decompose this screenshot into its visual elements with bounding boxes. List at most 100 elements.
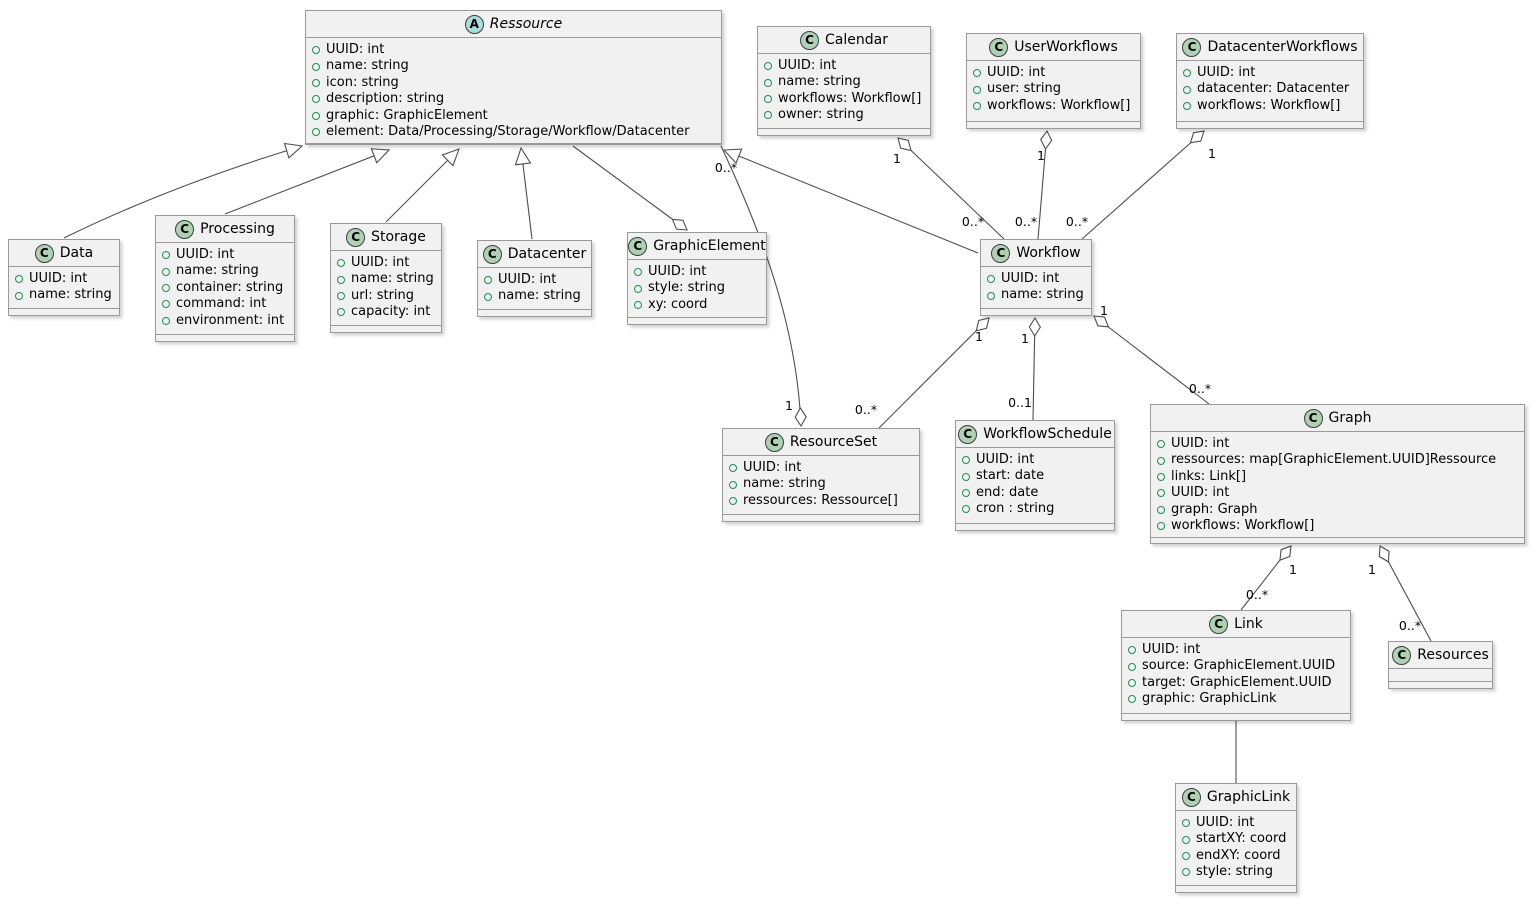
class-name: GraphicLink	[1206, 789, 1291, 805]
attribute-row: style: string	[1182, 864, 1290, 880]
attribute-row: UUID: int	[484, 272, 585, 288]
aggregation-diamond-icon	[1040, 129, 1053, 150]
aggregation-diamond-icon	[794, 406, 807, 428]
attribute-row: UUID: int	[1157, 485, 1518, 501]
multiplicity-label: 1	[1208, 146, 1216, 161]
class-name: UserWorkflows	[1014, 39, 1118, 55]
attribute-text: icon: string	[326, 74, 399, 90]
attribute-text: UUID: int	[1196, 815, 1255, 830]
edge-workflow-workflowschedule: 10..1	[1008, 316, 1041, 421]
attribute-text: startXY: coord	[1196, 831, 1287, 847]
class-title-bar: C Storage	[331, 224, 441, 251]
attribute-text: name: string	[778, 74, 861, 90]
attribute-row: name: string	[162, 263, 288, 279]
class-name: Storage	[371, 229, 426, 245]
field-visibility-icon	[1183, 85, 1191, 94]
methods-compartment-empty	[628, 317, 766, 324]
aggregation-diamond-icon	[671, 218, 688, 231]
attribute-row: UUID: int	[634, 264, 760, 280]
attribute-row: datacenter: Datacenter	[1183, 81, 1357, 97]
attribute-row: UUID: int	[15, 271, 113, 287]
attribute-text: user: string	[987, 81, 1061, 97]
methods-compartment-empty	[1176, 885, 1296, 892]
attribute-row: name: string	[15, 287, 113, 303]
class-kind-icon: C	[346, 227, 366, 247]
edge-graph-link: 10..*	[1240, 545, 1297, 611]
attribute-text: UUID: int	[1171, 485, 1230, 501]
edge-storage-ressource	[385, 148, 460, 223]
attribute-row: owner: string	[764, 107, 924, 123]
attribute-row: target: GraphicElement.UUID	[1128, 675, 1344, 691]
class-name: Workflow	[1016, 245, 1081, 261]
attribute-row: ressources: map[GraphicElement.UUID]Ress…	[1157, 452, 1518, 468]
field-visibility-icon	[162, 251, 170, 260]
field-visibility-icon	[337, 292, 345, 301]
inheritance-line	[224, 149, 390, 215]
multiplicity-label: 1	[785, 398, 793, 413]
attribute-text: environment: int	[176, 312, 285, 328]
attribute-text: start: date	[976, 468, 1045, 484]
class-name: Processing	[200, 221, 275, 237]
attribute-row: UUID: int	[764, 58, 924, 74]
field-visibility-icon	[764, 111, 772, 120]
attribute-text: UUID: int	[1197, 65, 1256, 80]
methods-compartment-empty	[478, 309, 591, 316]
attribute-text: UUID: int	[326, 42, 385, 57]
field-visibility-icon	[1157, 456, 1165, 465]
field-visibility-icon	[634, 301, 642, 310]
class-name: Graph	[1328, 410, 1372, 426]
edge-processing-ressource	[224, 148, 391, 215]
inheritance-triangle-icon	[722, 148, 743, 164]
inheritance-triangle-icon	[283, 142, 304, 159]
field-visibility-icon	[962, 505, 970, 514]
attribute-text: workflows: Workflow[]	[987, 97, 1131, 113]
attribute-row: style: string	[634, 280, 760, 296]
aggregation-diamond-icon	[1279, 545, 1292, 562]
field-visibility-icon	[162, 267, 170, 276]
class-kind-icon: C	[764, 432, 784, 452]
class-kind-icon: C	[482, 244, 502, 264]
attribute-row: graphic: GraphicLink	[1128, 691, 1344, 707]
field-visibility-icon	[1128, 695, 1136, 704]
abstract-kind-icon: A	[464, 14, 484, 34]
field-visibility-icon	[973, 69, 981, 78]
methods-compartment-empty	[758, 128, 930, 135]
attribute-row: icon: string	[312, 75, 715, 91]
attribute-text: UUID: int	[351, 255, 410, 270]
multiplicity-label: 1	[975, 329, 983, 344]
aggregation-line	[1093, 315, 1210, 405]
class-name: Resources	[1417, 647, 1489, 663]
field-visibility-icon	[1157, 489, 1165, 498]
field-visibility-icon	[729, 480, 737, 489]
field-visibility-icon	[312, 62, 320, 71]
field-visibility-icon	[1183, 102, 1191, 111]
attribute-text: end: date	[976, 484, 1039, 500]
